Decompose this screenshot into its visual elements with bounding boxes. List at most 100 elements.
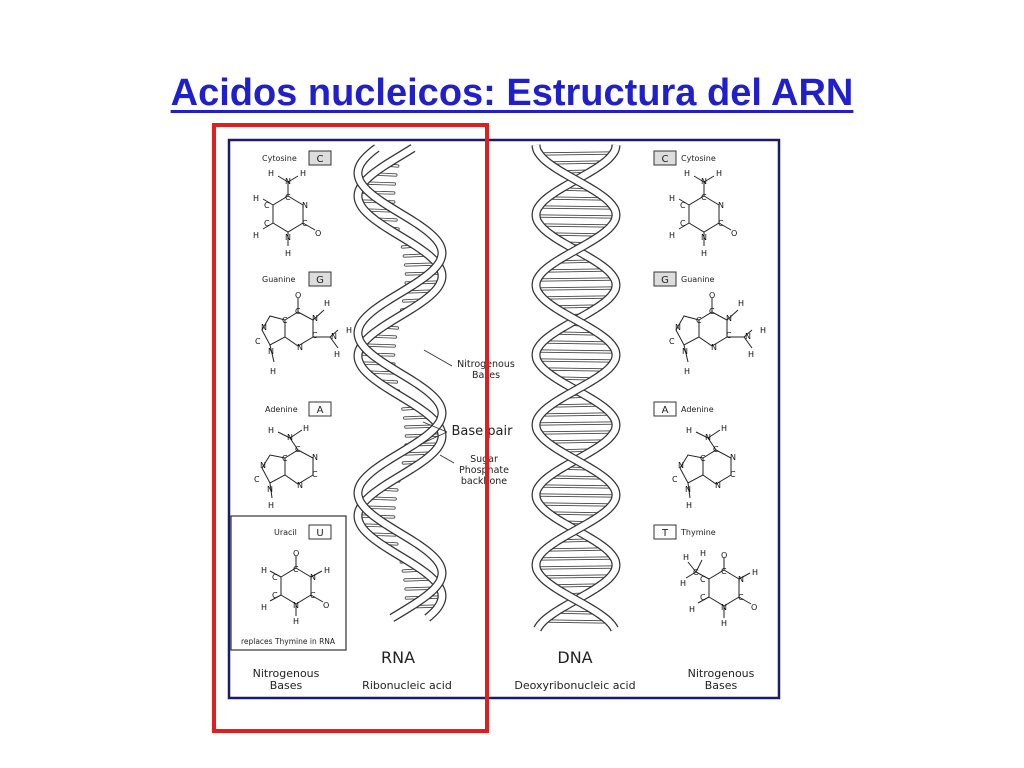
atom-label: H <box>683 553 689 562</box>
atom-label: C <box>700 593 706 602</box>
atom-label: N <box>701 233 707 242</box>
atom-label: H <box>253 194 259 203</box>
atom-label: N <box>685 485 691 494</box>
atom-label: H <box>268 426 274 435</box>
atom-label: H <box>669 194 675 203</box>
atom-label: H <box>268 169 274 178</box>
atom-label: C <box>282 316 288 325</box>
atom-label: C <box>738 593 744 602</box>
atom-label: O <box>709 291 715 300</box>
rna-cytosine-structure <box>262 175 316 246</box>
rna-subtitle: Ribonucleic acid <box>362 679 452 692</box>
dna-bases-caption-line2: Bases <box>705 679 738 692</box>
base-rung-inner <box>543 269 609 272</box>
atom-label: N <box>705 433 711 442</box>
atom-label: C <box>701 193 707 202</box>
dna-guanine-group: G Guanine O H C N C N H H N C N C N H <box>653 271 766 376</box>
atom-label: H <box>680 579 686 588</box>
atom-label: N <box>678 461 684 470</box>
rna-helix <box>353 144 447 622</box>
atom-label: H <box>721 424 727 433</box>
rna-uracil-label: Uracil <box>274 528 297 537</box>
base-rung-inner <box>546 197 606 200</box>
atom-label: C <box>264 201 270 210</box>
base-rung-inner <box>535 566 617 569</box>
atom-label: C <box>721 567 727 576</box>
dna-adenine-group: A Adenine H N H C N C N C N C N H <box>653 401 736 510</box>
atom-label: O <box>323 601 329 610</box>
base-rung-inner <box>545 440 607 443</box>
atom-label: N <box>287 433 293 442</box>
atom-label: N <box>260 461 266 470</box>
atom-label: C <box>696 316 702 325</box>
uracil-box <box>230 515 347 651</box>
atom-label: H <box>748 350 754 359</box>
atom-label: H <box>669 231 675 240</box>
dna-thymine-label: Thymine <box>680 528 716 537</box>
atom-label: N <box>285 177 291 186</box>
atom-label: H <box>270 367 276 376</box>
atom-label: H <box>700 549 706 558</box>
atom-label: H <box>300 169 306 178</box>
rna-bases-caption-line1: Nitrogenous <box>253 667 320 680</box>
atom-label: C <box>718 219 724 228</box>
atom-label: H <box>760 326 766 335</box>
rna-uracil-group: Uracil U O C N H C O N H C H C H replace… <box>230 515 347 651</box>
rna-guanine-label: Guanine <box>262 275 296 284</box>
atom-label: H <box>689 605 695 614</box>
rna-cytosine-group: Cytosine C H N H C N C O N H C H C H <box>253 150 332 258</box>
rna-guanine-structure <box>261 298 339 363</box>
callout-base-pair: Base pair <box>452 424 514 439</box>
dna-cytosine-group: C Cytosine H N H C N C O N H C H C H <box>653 150 737 258</box>
base-rung-inner <box>538 485 614 488</box>
dna-guanine-letter: G <box>661 275 669 286</box>
atom-label: N <box>738 575 744 584</box>
atom-label: H <box>285 249 291 258</box>
atom-label: O <box>751 603 757 612</box>
atom-label: N <box>297 343 303 352</box>
atom-label: N <box>331 332 337 341</box>
dna-guanine-letter-box <box>653 271 677 287</box>
atom-label: C <box>295 307 301 316</box>
rna-cytosine-label: Cytosine <box>262 154 297 163</box>
rna-adenine-group: Adenine A H N H C N C N C N C N H <box>254 401 332 510</box>
atom-label: C <box>700 454 706 463</box>
dna-adenine-letter-box <box>653 401 677 417</box>
base-rung-inner <box>542 620 610 623</box>
atom-label: H <box>253 231 259 240</box>
atom-label: C <box>255 337 261 346</box>
atom-label: C <box>285 193 291 202</box>
atom-label: H <box>303 424 309 433</box>
dna-guanine-label: Guanine <box>681 275 715 284</box>
atom-label: N <box>711 343 717 352</box>
atom-label: N <box>261 323 267 332</box>
base-rung-inner <box>537 431 615 434</box>
atom-label: H <box>686 426 692 435</box>
dna-title: DNA <box>557 648 592 667</box>
base-rung-inner <box>536 359 616 362</box>
atom-label: H <box>334 350 340 359</box>
dna-guanine-structure <box>675 298 753 363</box>
atom-label: H <box>324 566 330 575</box>
rna-guanine-letter: G <box>316 275 324 286</box>
rna-bases-caption-line2: Bases <box>270 679 303 692</box>
atom-label: C <box>700 575 706 584</box>
atom-label: N <box>675 323 681 332</box>
atom-label: H <box>684 367 690 376</box>
atom-label: C <box>312 470 318 479</box>
atom-label: N <box>267 485 273 494</box>
dna-subtitle: Deoxyribonucleic acid <box>514 679 635 692</box>
atom-label: C <box>669 337 675 346</box>
atom-label: H <box>686 501 692 510</box>
atom-label: C <box>693 568 699 577</box>
base-rung-inner <box>550 404 602 407</box>
atom-label: H <box>716 169 722 178</box>
dna-cytosine-label: Cytosine <box>681 154 716 163</box>
base-rung-inner <box>547 476 605 479</box>
atom-label: C <box>282 454 288 463</box>
backbone-ribbon <box>532 144 620 631</box>
dna-thymine-letter: T <box>661 528 669 539</box>
atom-label: C <box>293 565 299 574</box>
base-rung-inner <box>536 278 616 281</box>
rna-adenine-letter-box <box>308 401 332 417</box>
